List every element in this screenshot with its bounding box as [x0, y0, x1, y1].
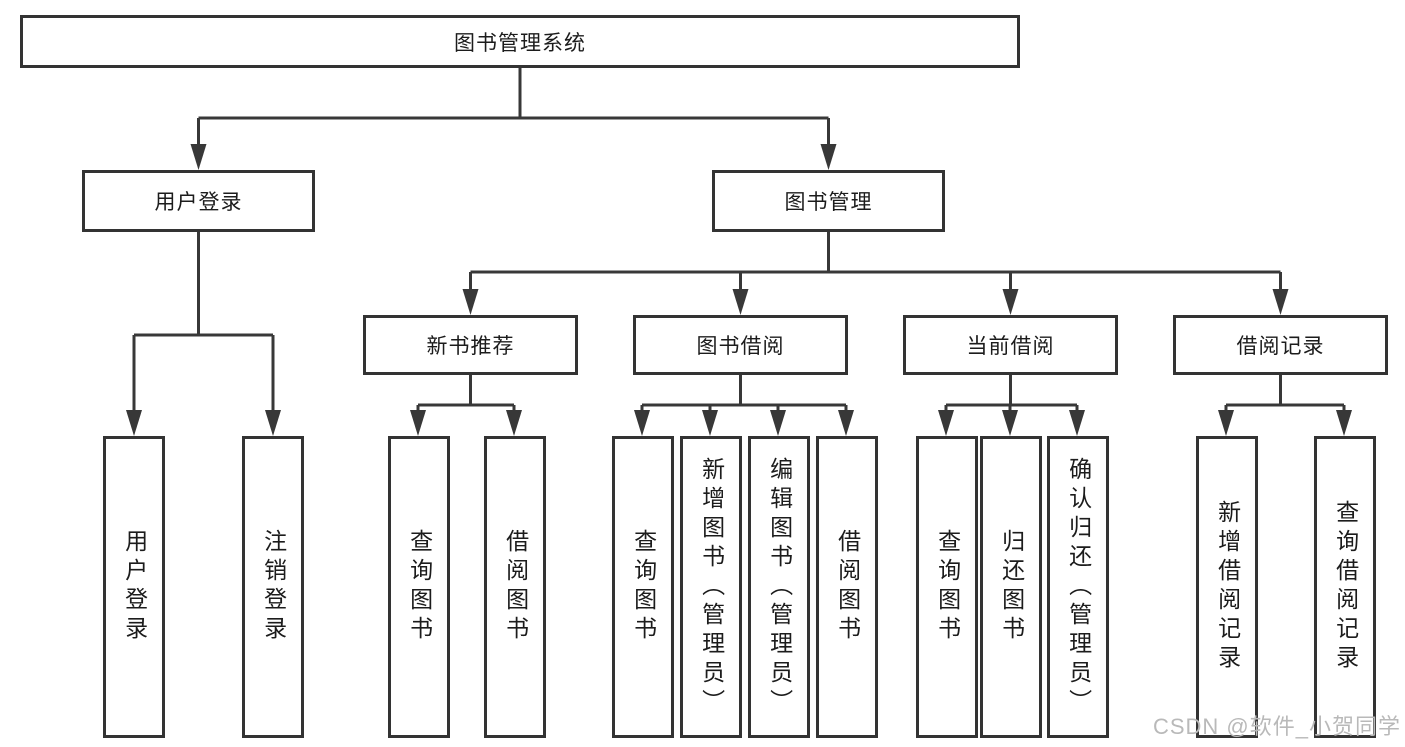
node-leaf-query-book-1: 查询图书: [388, 436, 450, 738]
node-label: 当前借阅: [966, 335, 1055, 358]
node-leaf-confirm-return: 确认归还（管理员）: [1047, 436, 1109, 738]
node-leaf-add-book: 新增图书（管理员）: [680, 436, 742, 738]
node-label: 用户登录: [121, 529, 148, 645]
node-current-borrow: 当前借阅: [903, 315, 1118, 375]
node-leaf-borrow-book-2: 借阅图书: [816, 436, 878, 738]
node-label: 查询图书: [406, 529, 433, 645]
node-label: 归还图书: [998, 529, 1025, 645]
node-label: 图书管理系统: [454, 31, 586, 55]
node-label: 新书推荐: [426, 335, 515, 358]
node-label: 确认归还（管理员）: [1065, 456, 1092, 718]
node-label: 图书管理: [784, 191, 873, 214]
node-book-borrow: 图书借阅: [633, 315, 848, 375]
node-leaf-query-book-3: 查询图书: [916, 436, 978, 738]
node-leaf-borrow-book-1: 借阅图书: [484, 436, 546, 738]
node-leaf-edit-book: 编辑图书（管理员）: [748, 436, 810, 738]
node-label: 用户登录: [154, 191, 243, 214]
node-label: 查询图书: [630, 529, 657, 645]
node-label: 查询借阅记录: [1332, 500, 1359, 674]
node-label: 编辑图书（管理员）: [766, 456, 793, 718]
node-label: 注销登录: [260, 529, 287, 645]
node-borrow-records: 借阅记录: [1173, 315, 1388, 375]
node-root: 图书管理系统: [20, 15, 1020, 68]
node-user-login: 用户登录: [82, 170, 315, 232]
node-label: 新增借阅记录: [1214, 500, 1241, 674]
node-label: 借阅图书: [834, 529, 861, 645]
node-leaf-query-book-2: 查询图书: [612, 436, 674, 738]
node-label: 借阅图书: [502, 529, 529, 645]
node-new-book-rec: 新书推荐: [363, 315, 578, 375]
node-leaf-return-book: 归还图书: [980, 436, 1042, 738]
node-label: 借阅记录: [1236, 335, 1325, 358]
node-label: 新增图书（管理员）: [698, 456, 725, 718]
node-book-mgmt: 图书管理: [712, 170, 945, 232]
node-leaf-user-login: 用户登录: [103, 436, 165, 738]
node-leaf-logout: 注销登录: [242, 436, 304, 738]
node-leaf-add-borrow-record: 新增借阅记录: [1196, 436, 1258, 738]
node-leaf-query-borrow-record: 查询借阅记录: [1314, 436, 1376, 738]
node-label: 查询图书: [934, 529, 961, 645]
node-label: 图书借阅: [696, 335, 785, 358]
